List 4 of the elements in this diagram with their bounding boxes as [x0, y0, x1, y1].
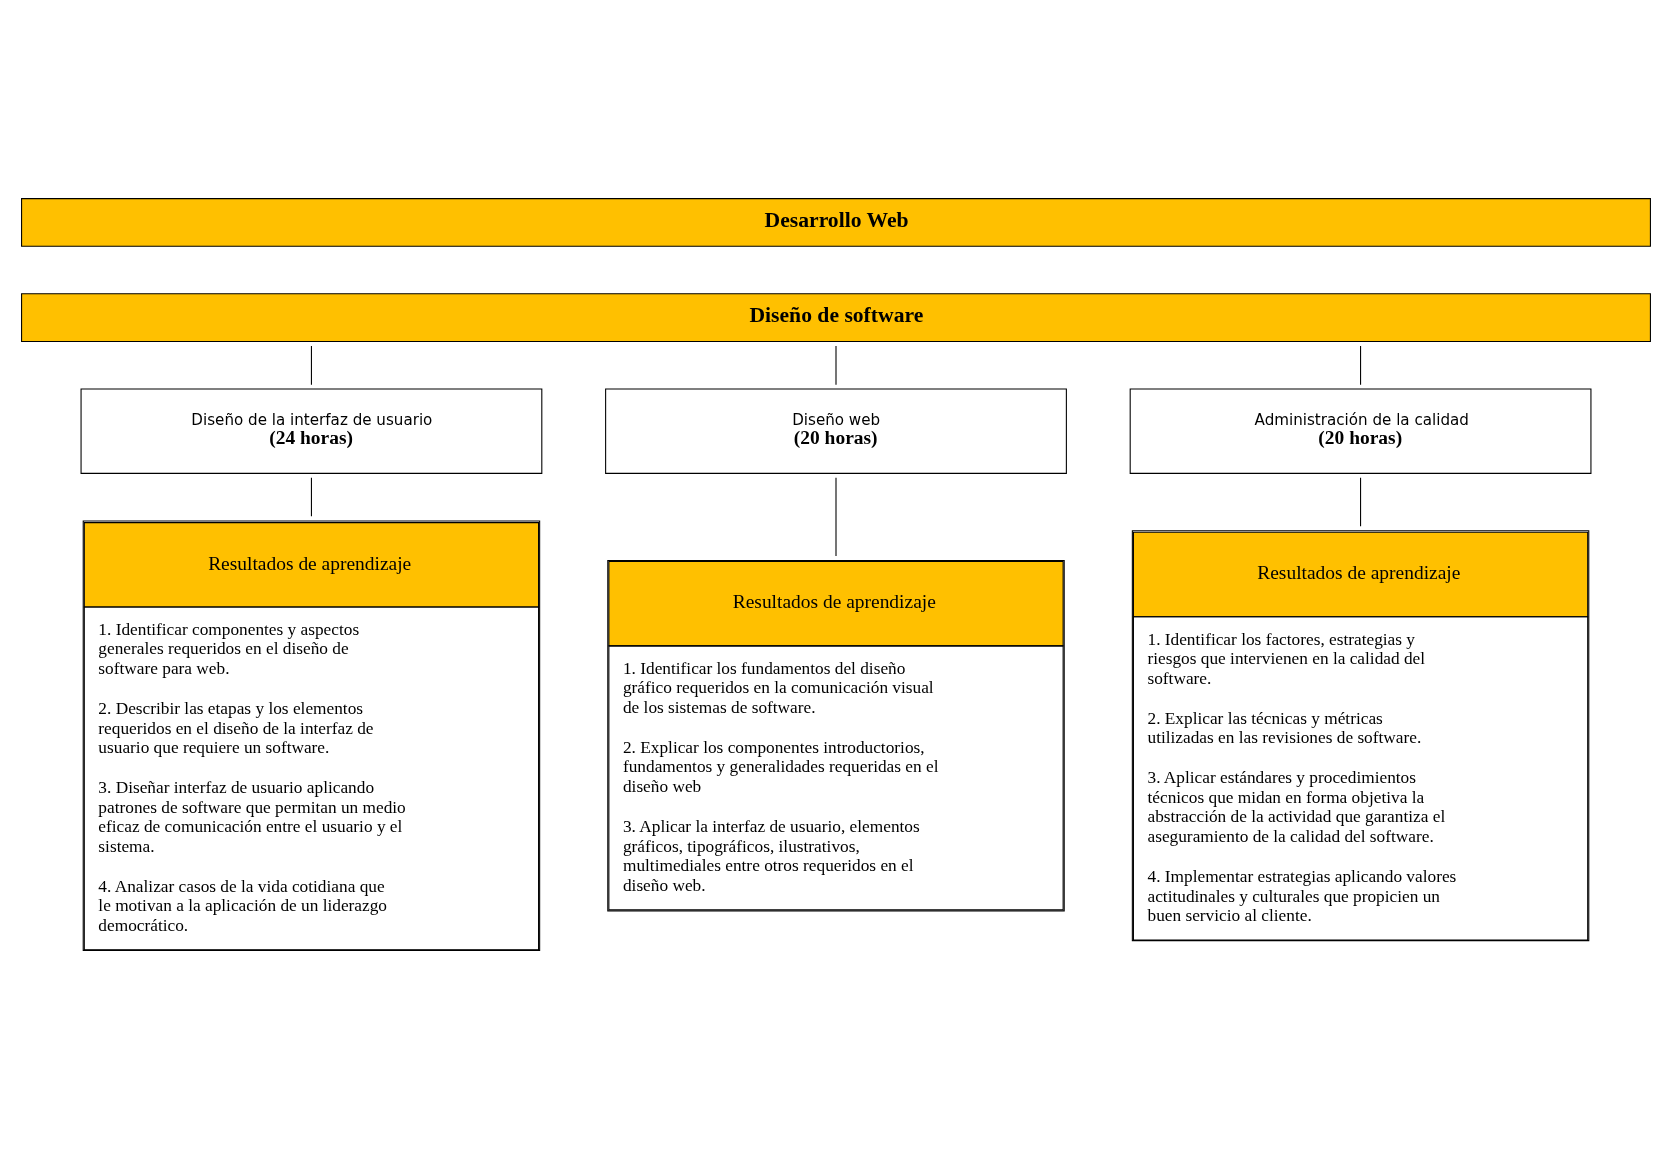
connector	[1360, 477, 1362, 527]
connector	[310, 477, 312, 517]
connector	[1360, 345, 1362, 386]
connector	[310, 345, 312, 386]
